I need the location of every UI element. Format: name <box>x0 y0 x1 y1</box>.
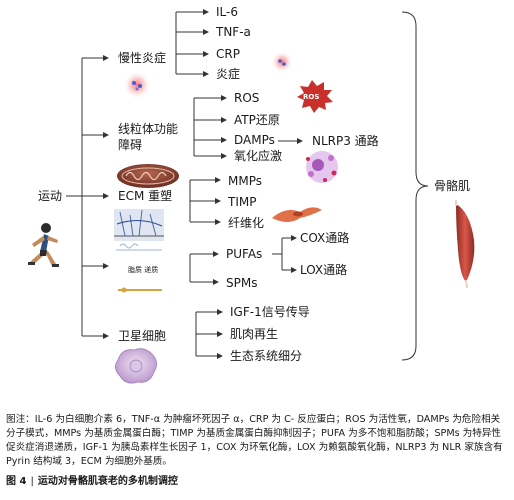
nlrp3-pathway: NLRP3 通路 <box>312 133 379 148</box>
inflammation-item: IL-6 <box>216 5 238 19</box>
mitochondria-item: 氧化应激 <box>234 148 282 163</box>
satellite-cell-icon <box>115 348 157 384</box>
runner-icon <box>28 223 59 267</box>
mitochondria-item: DAMPs <box>234 133 275 147</box>
satellite-label: 卫星细胞 <box>118 329 166 343</box>
mitochondria-item: ROS <box>234 91 259 105</box>
ecm-item: MMPs <box>228 174 262 188</box>
lipid-item: SPMs <box>226 276 257 290</box>
center-label: 运动 <box>38 189 62 203</box>
satellite-item: 生态系统细分 <box>230 349 302 363</box>
figure-caption: 图注：IL-6 为白细胞介素 6，TNF-α 为肿瘤坏死因子 α，CRP 为 C… <box>6 413 506 469</box>
figure-title: 运动对骨骼肌衰老的多机制调控 <box>37 476 178 487</box>
ecm-item: 纤维化 <box>228 216 264 230</box>
lipid-icon-label: 脂质 递质 <box>128 265 158 274</box>
pufa-pathway: COX通路 <box>300 230 349 245</box>
lipid-item: PUFAs <box>226 247 262 261</box>
mitochondria-label-line1: 线粒体功能 <box>118 121 178 136</box>
figure-number: 图 4 <box>6 476 27 487</box>
pufa-pathway: LOX通路 <box>300 262 347 277</box>
inflammation-item: TNF-a <box>215 25 251 39</box>
outcome-label: 骨骼肌 <box>434 178 470 193</box>
ros-badge-text: ROS <box>303 93 319 101</box>
caption-text: 图注：IL-6 为白细胞介素 6，TNF-α 为肿瘤坏死因子 α，CRP 为 C… <box>6 414 503 467</box>
inflammasome-cell-icon <box>306 151 338 183</box>
outcome-bracket <box>401 11 429 361</box>
mitochondrion-icon <box>117 164 179 188</box>
mitochondria-item: ATP还原 <box>234 113 280 127</box>
inflammation-label: 慢性炎症 <box>118 50 166 65</box>
inflammation-item: 炎症 <box>216 66 240 81</box>
satellite-item: IGF-1信号传导 <box>230 304 310 319</box>
fibrosis-icon <box>272 207 322 222</box>
satellite-item: 肌肉再生 <box>230 327 278 341</box>
ecm-label: ECM 重塑 <box>118 188 172 203</box>
lipid-mediator-icon: 脂质 递质 <box>116 243 162 293</box>
inflammation-item: CRP <box>216 47 240 61</box>
ros-burst-icon: ROS <box>297 80 333 113</box>
ecm-item: TIMP <box>227 195 256 209</box>
inflammation-glow-icon <box>123 71 151 99</box>
figure-title-line: 图 4|运动对骨骼肌衰老的多机制调控 <box>6 472 178 487</box>
crp-glow-icon <box>271 51 293 73</box>
title-divider: | <box>30 476 34 487</box>
mitochondria-label-line2: 障碍 <box>118 137 142 152</box>
ecm-fiber-icon <box>114 209 164 241</box>
skeletal-muscle-icon <box>455 200 475 289</box>
